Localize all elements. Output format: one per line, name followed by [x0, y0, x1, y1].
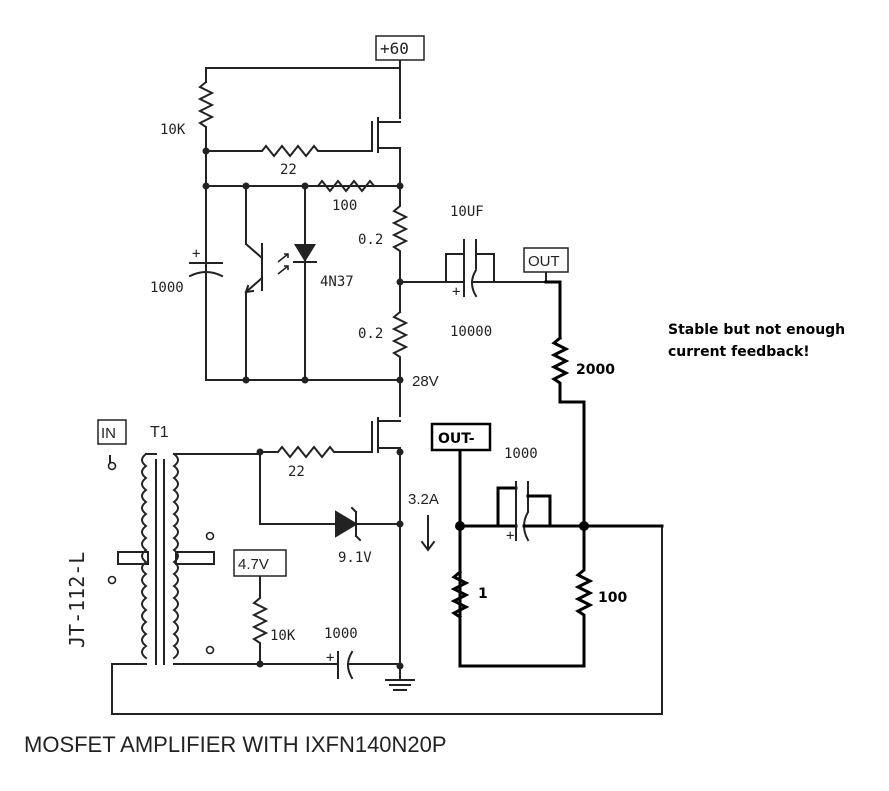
out-terminal-label: OUT [528, 253, 560, 270]
r-sense-1-label: 0.2 [358, 232, 383, 248]
zener-label: 9.1V [338, 550, 372, 566]
supply-terminal-label: +60 [380, 39, 409, 58]
r-100-fb-label: 100 [598, 590, 627, 606]
r-gate-bottom-label: 22 [288, 464, 305, 480]
current-label: 3.2A [408, 491, 439, 508]
diagram-title: MOSFET AMPLIFIER WITH IXFN140N20P [24, 732, 447, 757]
c-fb-plus: + [506, 528, 514, 544]
c-10000-plus: + [452, 284, 460, 300]
c-left-plus: + [192, 246, 200, 262]
r-2000-label: 2000 [576, 362, 615, 378]
bias-terminal-box [233, 549, 287, 577]
c-1000-fb-label: 1000 [504, 446, 538, 462]
in-terminal-label: IN [101, 425, 116, 442]
c-10uf-label: 10UF [450, 204, 484, 220]
node-28v-label: 28V [412, 373, 439, 390]
r-gate-top-label: 22 [280, 162, 297, 178]
c-bottom-plus: + [326, 650, 334, 666]
out-minus-terminal-label: OUT- [438, 431, 475, 447]
bottom-wiring [109, 417, 663, 715]
note-line-2: current feedback! [668, 344, 810, 360]
junction-dots [202, 147, 589, 670]
c-1000-left-label: 1000 [150, 280, 184, 296]
transformer-terminals [107, 461, 215, 655]
out-terminal-box [523, 247, 569, 273]
r-100-label: 100 [332, 198, 357, 214]
supply-terminal-box [375, 35, 425, 61]
c-1000-bottom-label: 1000 [324, 626, 358, 642]
feedback-network [450, 450, 664, 668]
transformer-name: T1 [150, 424, 169, 441]
c-10000-label: 10000 [450, 324, 492, 340]
note-line-1: Stable but not enough [668, 322, 845, 338]
r-top-label: 10K [160, 122, 186, 138]
output-section [399, 239, 586, 528]
bias-terminal-label: 4.7V [238, 556, 269, 573]
in-terminal-box [97, 419, 127, 445]
r-sense-2-label: 0.2 [358, 326, 383, 342]
r-10k-bias-label: 10K [270, 628, 296, 644]
r-1-label: 1 [478, 586, 488, 602]
opto-label: 4N37 [320, 274, 354, 290]
transformer-part: JT-112-L [65, 552, 89, 648]
out-minus-terminal-box [430, 422, 492, 452]
